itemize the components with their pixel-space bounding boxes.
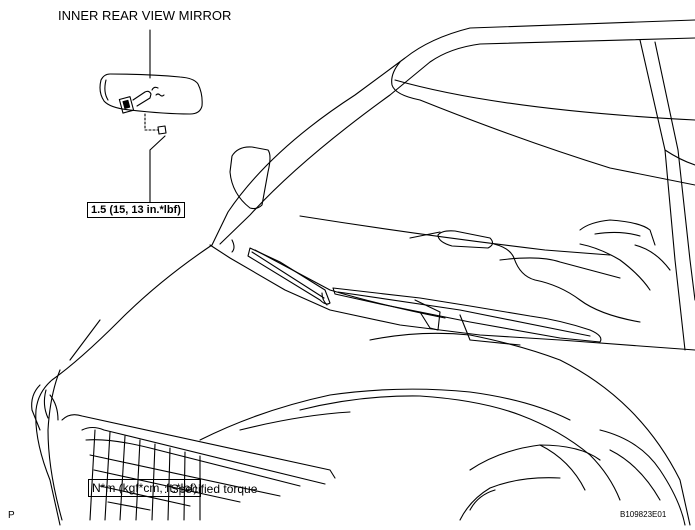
mirror-assembly: [99, 73, 203, 135]
corner-mark: P: [8, 510, 15, 521]
figure-id: B109823E01: [620, 510, 667, 519]
diagram-title: INNER REAR VIEW MIRROR: [58, 8, 232, 23]
legend-unit-label: N*m (kgf*cm, ft.*lbf): [88, 479, 202, 497]
torque-leader-line: [149, 135, 166, 203]
legend-description: : Specified torque: [164, 482, 258, 496]
torque-spec-label: 1.5 (15, 13 in.*lbf): [87, 202, 185, 218]
car-body: [31, 19, 695, 526]
